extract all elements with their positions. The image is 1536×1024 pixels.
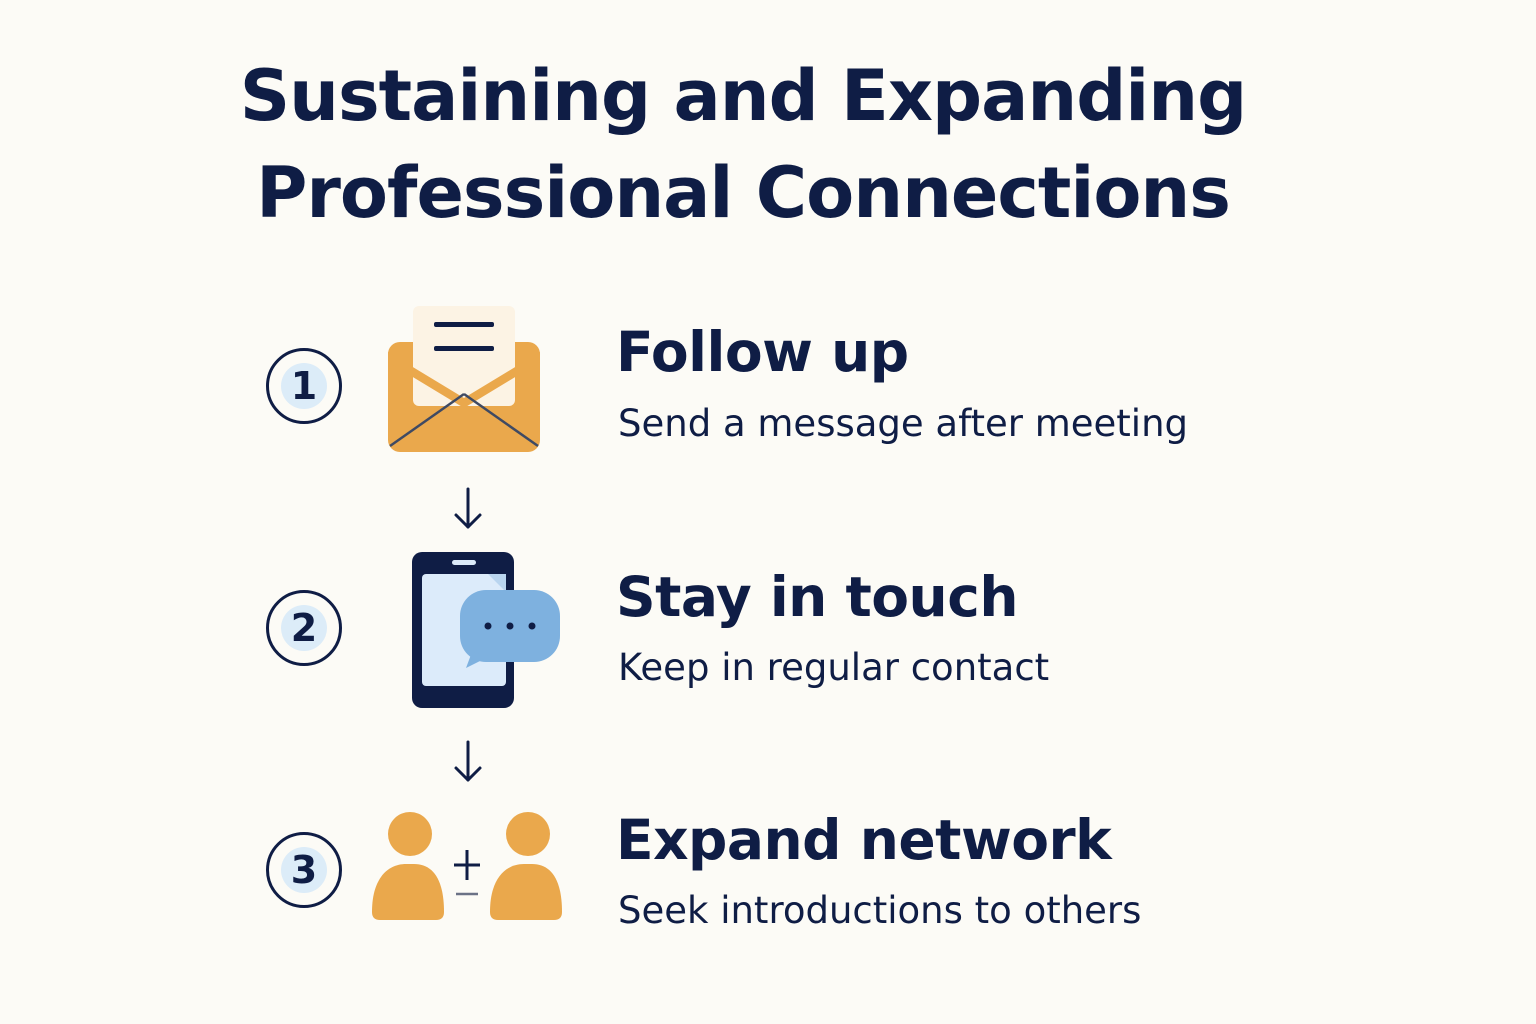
- step-number-3: 3: [266, 832, 342, 908]
- step-number-2-label: 2: [290, 606, 318, 650]
- phone-chat-icon: [408, 548, 564, 712]
- step-1-description: Send a message after meeting: [618, 402, 1189, 445]
- page-title-line-1: Sustaining and Expanding: [239, 55, 1247, 137]
- step-3-description: Seek introductions to others: [618, 889, 1142, 932]
- step-2-title: Stay in touch: [616, 565, 1018, 629]
- arrow-down-icon: [448, 487, 488, 531]
- arrow-down-icon: [448, 740, 488, 784]
- step-number-2: 2: [266, 590, 342, 666]
- step-3-title: Expand network: [616, 808, 1112, 872]
- step-number-1-label: 1: [290, 364, 318, 408]
- step-2-description: Keep in regular contact: [618, 646, 1050, 689]
- step-number-1: 1: [266, 348, 342, 424]
- page-title: Sustaining and Expanding Professional Co…: [0, 48, 1486, 242]
- envelope-letter-icon: [386, 304, 544, 456]
- people-plus-icon: [366, 808, 566, 928]
- page-title-line-2: Professional Connections: [256, 152, 1231, 234]
- step-number-3-label: 3: [290, 848, 318, 892]
- step-1-title: Follow up: [616, 320, 909, 384]
